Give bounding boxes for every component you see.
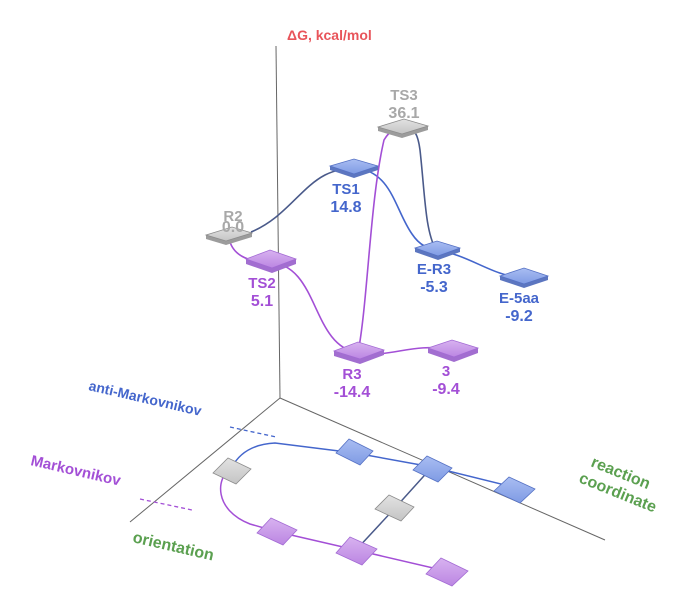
label-3-energy: -9.4: [432, 381, 460, 398]
floor-node-ts3: [374, 494, 415, 522]
energy-levels: [204, 118, 550, 364]
floor-blue-lane: [231, 442, 514, 488]
curve-r3-ts3: [357, 127, 406, 354]
label-ts1-energy: 14.8: [330, 199, 361, 216]
level-3: [426, 339, 480, 362]
level-ts2: [244, 249, 298, 273]
markovnikov-label: Markovnikov: [29, 452, 123, 489]
anti-markovnikov-dash: [229, 426, 277, 438]
orientation-axis-label: orientation: [131, 529, 215, 564]
floor-node-er3: [412, 455, 453, 483]
floor-node-r2: [212, 457, 252, 485]
floor-node-3: [425, 557, 469, 587]
floor-nodes: [212, 438, 536, 587]
label-r3-energy: -14.4: [334, 384, 371, 401]
energy-profile-curves: [228, 127, 523, 355]
level-r3: [332, 341, 386, 364]
label-e5aa-energy: -9.2: [505, 308, 533, 325]
label-r2-name: R2: [223, 208, 242, 225]
curve-ts2-r3: [267, 261, 359, 354]
label-er3-name: E-R3: [417, 261, 451, 278]
markovnikov-dash: [139, 498, 193, 511]
label-ts3-energy: 36.1: [388, 105, 419, 122]
label-ts2-name: TS2: [248, 275, 276, 292]
level-ts1: [328, 158, 380, 178]
level-er3: [413, 240, 462, 260]
floor-node-r3: [335, 536, 378, 566]
energy-axis-label: ΔG, kcal/mol: [287, 27, 372, 43]
level-r2: [204, 226, 254, 245]
floor-purple-lane: [219, 466, 447, 572]
state-labels: R2 0.0 TS1 14.8 TS3 36.1 E-R3 -5.3 E-5aa…: [222, 87, 540, 401]
floor-node-ts2: [256, 517, 298, 546]
energy-axis: [275, 45, 281, 399]
label-r3-name: R3: [342, 366, 361, 383]
label-ts3-name: TS3: [390, 87, 418, 104]
level-ts3: [376, 118, 430, 138]
level-e5aa: [498, 267, 550, 288]
label-3-name: 3: [442, 363, 450, 380]
orientation-axis: [129, 397, 281, 523]
anti-markovnikov-label: anti-Markovnikov: [87, 377, 203, 419]
floor-node-ts1: [335, 438, 374, 466]
label-ts1-name: TS1: [332, 181, 360, 198]
curve-ts1-er3: [355, 167, 437, 251]
label-e5aa-name: E-5aa: [499, 290, 540, 307]
label-er3-energy: -5.3: [420, 279, 448, 296]
label-ts2-energy: 5.1: [251, 293, 273, 310]
floor-node-e5aa: [493, 476, 536, 504]
label-r2-energy: 0.0: [222, 219, 244, 236]
